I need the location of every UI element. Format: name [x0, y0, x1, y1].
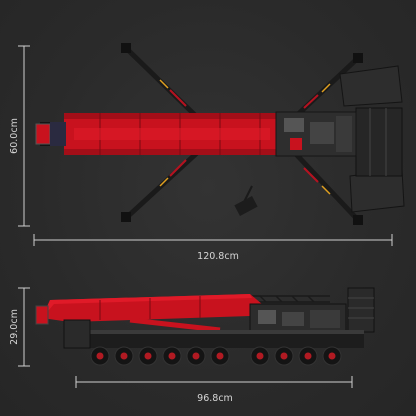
top-length-label: 120.8cm — [197, 251, 239, 262]
top-length-dimension — [33, 234, 393, 246]
side-height-dimension — [18, 287, 30, 367]
top-height-dimension — [18, 45, 30, 227]
side-length-dimension — [75, 376, 353, 388]
counterweight-stacks — [339, 65, 405, 213]
side-height-label: 29.0cm — [9, 309, 20, 345]
side-wheels — [90, 346, 342, 366]
side-length-label: 96.8cm — [197, 393, 233, 404]
side-mast — [250, 295, 330, 303]
crane-side-view — [35, 287, 375, 366]
side-chassis — [74, 330, 364, 348]
top-height-label: 60.0cm — [9, 118, 20, 154]
side-counterweight — [347, 287, 375, 333]
crane-top-view — [35, 43, 405, 225]
